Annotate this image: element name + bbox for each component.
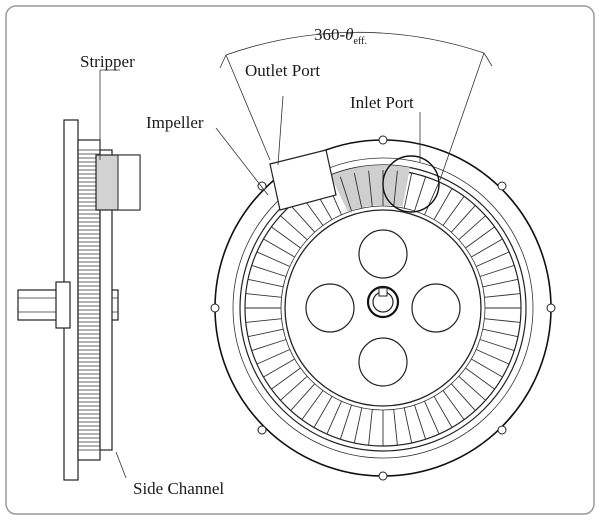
impeller-blade <box>424 181 440 215</box>
stripper-label: Stripper <box>80 52 135 71</box>
impeller-blade <box>263 238 295 258</box>
bolt-hole <box>497 425 507 435</box>
impeller-blade <box>301 390 324 420</box>
impeller-blade <box>433 396 453 428</box>
angle-label-prefix: 360- <box>314 25 346 44</box>
side-channel-label: Side Channel <box>133 479 224 498</box>
impeller-blade <box>247 328 284 338</box>
front-view <box>210 135 556 481</box>
impeller-blade <box>471 358 503 378</box>
bolt-hole <box>210 303 220 313</box>
outlet-port-shape <box>269 149 337 211</box>
impeller-blade <box>484 293 521 298</box>
impeller-blade <box>476 251 510 267</box>
impeller-blade <box>368 409 373 446</box>
impeller-blade <box>458 215 486 241</box>
angle-sector <box>219 31 493 181</box>
impeller-blade <box>479 339 515 352</box>
shaft-bore <box>366 285 400 319</box>
impeller-label: Impeller <box>146 113 204 132</box>
impeller-blade <box>482 278 519 288</box>
impeller-blade <box>368 170 373 207</box>
hub-hole-top <box>358 229 408 279</box>
impeller-blade <box>393 409 398 446</box>
hub-hole-bottom <box>358 337 408 387</box>
hub-hole-left <box>305 283 355 333</box>
impeller-blade <box>256 349 290 365</box>
side-view <box>17 119 141 481</box>
impeller-blade <box>476 349 510 365</box>
impeller-blade <box>442 196 465 226</box>
impeller-blade <box>353 407 363 444</box>
inlet-port-shape <box>382 155 440 213</box>
impeller-blade <box>414 176 427 212</box>
bolt-hole <box>546 303 556 313</box>
angle-label: 360-θeff. <box>314 25 367 47</box>
impeller-blade <box>271 226 301 249</box>
hub-hole-right <box>411 283 461 333</box>
impeller-blade <box>442 390 465 420</box>
impeller-blade <box>482 328 519 338</box>
bolt-hole <box>257 425 267 435</box>
angle-label-sub: eff. <box>354 36 367 47</box>
impeller-blade <box>339 404 352 440</box>
impeller-blades <box>245 170 521 446</box>
impeller-blade <box>353 172 363 209</box>
impeller-blade <box>433 188 453 220</box>
impeller-blade <box>465 226 495 249</box>
impeller-blade <box>424 401 440 435</box>
impeller-blade <box>256 251 290 267</box>
side-impeller-blades <box>78 149 100 451</box>
impeller-blade <box>326 401 342 435</box>
angle-label-theta: θ <box>345 25 353 44</box>
inlet-port-label: Inlet Port <box>350 93 414 112</box>
impeller-blade <box>251 339 287 352</box>
leader-lines <box>99 69 421 479</box>
impeller-blade <box>471 238 503 258</box>
impeller-blade <box>271 367 301 390</box>
impeller-blade <box>450 383 476 411</box>
impeller-blade <box>403 407 413 444</box>
impeller-blade <box>280 375 308 401</box>
impeller-blade <box>450 205 476 233</box>
impeller-blade <box>479 264 515 277</box>
impeller-blade <box>245 293 282 298</box>
impeller-blade <box>414 404 427 440</box>
bolt-hole <box>378 471 388 481</box>
impeller-blade <box>465 367 495 390</box>
bolt-hole <box>378 135 388 145</box>
impeller-blade <box>251 264 287 277</box>
impeller-blade <box>393 170 398 207</box>
impeller-blade <box>247 278 284 288</box>
impeller-blade <box>290 383 316 411</box>
impeller-blade <box>290 205 316 233</box>
outlet-port-label: Outlet Port <box>245 61 320 80</box>
impeller-blade <box>313 396 333 428</box>
bolt-hole <box>257 181 267 191</box>
impeller-blade <box>403 172 413 209</box>
impeller-blade <box>245 318 282 323</box>
impeller-blade <box>263 358 295 378</box>
impeller-blade <box>484 318 521 323</box>
impeller-blade <box>458 375 486 401</box>
impeller-blade <box>339 176 352 212</box>
impeller-blade <box>280 215 308 241</box>
bolt-hole <box>497 181 507 191</box>
